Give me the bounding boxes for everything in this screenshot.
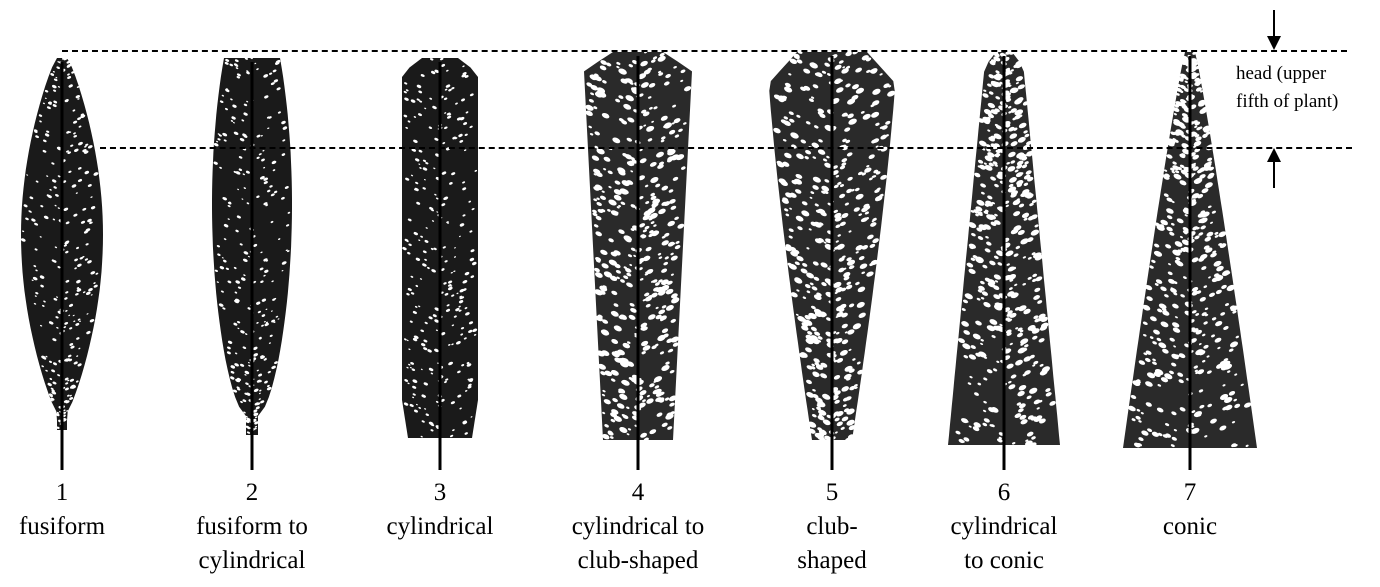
plant-number: 4	[548, 476, 728, 510]
head-annotation-line-2: fifth of plant)	[1236, 91, 1338, 112]
plant-silhouette-3	[402, 57, 478, 470]
plant-number: 6	[914, 476, 1094, 510]
plant-label-2: 2 fusiform to cylindrical	[162, 476, 342, 578]
plant-silhouette-6	[948, 50, 1060, 470]
plant-label-6: 6 cylindrical to conic	[914, 476, 1094, 578]
plant-number: 3	[350, 476, 530, 510]
head-top-guide-line	[62, 50, 1347, 52]
plant-label-7: 7 conic	[1100, 476, 1280, 544]
head-bottom-guide-line	[100, 147, 1352, 149]
plant-shape-name: cylindrical	[350, 510, 530, 544]
plant-silhouette-4	[584, 51, 692, 470]
plant-shape-name-cont: club-shaped	[548, 544, 728, 578]
plant-number: 1	[0, 476, 152, 510]
head-annotation-line-1: head (upper	[1236, 63, 1326, 84]
plant-shape-name: fusiform	[0, 510, 152, 544]
plant-shape-name: fusiform to	[162, 510, 342, 544]
plant-shape-name: cylindrical	[914, 510, 1094, 544]
plant-label-4: 4 cylindrical to club-shaped	[548, 476, 728, 578]
plant-number: 5	[742, 476, 922, 510]
plant-silhouette-2	[212, 57, 292, 470]
head-annotation: head (upper fifth of plant)	[1236, 60, 1380, 116]
plant-label-5: 5 club- shaped	[742, 476, 922, 578]
arrow-down-icon	[1264, 10, 1284, 52]
plant-shape-name: club-	[742, 510, 922, 544]
plant-number: 7	[1100, 476, 1280, 510]
plant-silhouette-1	[20, 56, 103, 470]
plant-silhouette-5	[769, 49, 896, 470]
plant-shape-name-cont: to conic	[914, 544, 1094, 578]
plant-shape-name: conic	[1100, 510, 1280, 544]
arrow-up-icon	[1264, 148, 1284, 190]
plant-label-1: 1 fusiform	[0, 476, 152, 544]
plant-shape-name-cont: cylindrical	[162, 544, 342, 578]
plant-shape-name-cont: shaped	[742, 544, 922, 578]
plant-label-3: 3 cylindrical	[350, 476, 530, 544]
plant-number: 2	[162, 476, 342, 510]
plant-shape-name: cylindrical to	[548, 510, 728, 544]
